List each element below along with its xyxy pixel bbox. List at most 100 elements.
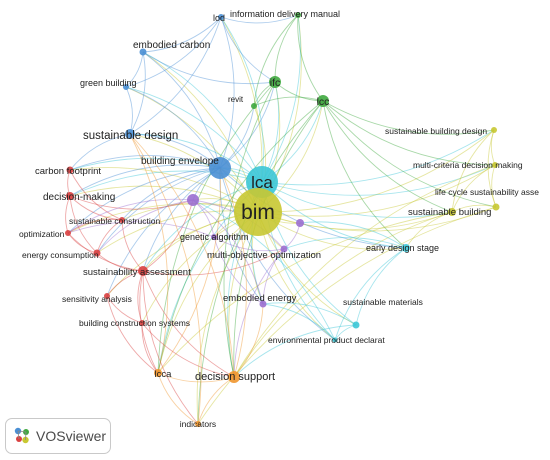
node-label-sustainable-design[interactable]: sustainable design [83,130,178,142]
network-link [233,324,357,378]
node-label-sustainable-construction[interactable]: sustainable construction [69,216,160,226]
node-lod[interactable] [218,14,224,20]
node-building-construction-systems[interactable] [139,320,145,326]
node-label-sustainability-assessment[interactable]: sustainability assessment [83,267,191,278]
node-label-decision-support[interactable]: decision support [195,371,275,383]
node-label-optimization[interactable]: optimization [19,229,65,239]
node-sustainable-design[interactable] [125,129,135,139]
node-label-lod[interactable]: lod [213,13,225,23]
network-link [257,206,497,232]
node-decision-support[interactable] [228,371,240,383]
network-link [125,86,263,183]
node-information-delivery-manual[interactable] [295,12,301,18]
node-revit[interactable] [251,103,257,109]
node-multi-criteria-decision-making[interactable] [492,162,498,168]
node-sustainable-building-design[interactable] [491,127,497,133]
node-label-environmental-product-declarat[interactable]: environmental product declarat [268,335,385,345]
node-label-sustainable-building[interactable]: sustainable building [408,207,491,218]
node-sensitivity-analysis[interactable] [104,293,110,299]
node-label-revit[interactable]: revit [228,95,244,104]
network-link [125,86,133,135]
vosviewer-badge[interactable]: VOSviewer [5,418,111,454]
network-link [253,14,299,107]
node-ifc[interactable] [269,76,281,88]
node-label-energy-consumption[interactable]: energy consumption [22,250,99,260]
node-label-multi-objective-optimization[interactable]: multi-objective optimization [207,250,321,261]
network-link [233,211,453,378]
node-label-life-cycle-sustainability-asse[interactable]: life cycle sustainability asse [435,187,539,197]
network-link [142,181,263,272]
network-link [129,16,222,135]
network-link [405,211,453,249]
network-link [141,322,159,374]
network-link [262,248,285,305]
node-label-bim[interactable]: bim [241,201,275,224]
node-label-lcc[interactable]: lcc [317,96,330,108]
node-embodied-energy[interactable] [259,300,267,308]
network-link [69,164,221,197]
network-link [219,167,264,305]
node-embodied-carbon[interactable] [139,48,147,56]
node-environmental-product-declarat[interactable] [332,337,338,343]
vosviewer-logo-text: VOSviewer [36,428,107,444]
node-label-embodied-energy[interactable]: embodied energy [223,293,297,304]
network-link [142,51,276,85]
node-label-sustainable-building-design[interactable]: sustainable building design [385,126,487,136]
network-link [322,100,497,208]
network-link [106,295,159,374]
network-link [157,211,259,374]
node-optimization[interactable] [65,230,71,236]
network-link [129,133,202,425]
node-label-indicators[interactable]: indicators [180,419,216,429]
node-sustainability-assessment[interactable] [138,266,148,276]
node-building-envelope[interactable] [209,157,231,179]
node-sustainable-materials[interactable] [352,321,360,329]
node-lcca[interactable] [154,369,162,377]
node-label-building-construction-systems[interactable]: building construction systems [79,318,190,328]
node-label-green-building[interactable]: green building [80,78,137,88]
network-link [257,164,496,217]
node-label-sensitivity-analysis[interactable]: sensitivity analysis [62,294,132,304]
network-nodes [65,12,500,427]
network-link [69,167,259,213]
node-purple-hub[interactable] [187,194,199,206]
node-label-sustainable-materials[interactable]: sustainable materials [343,297,423,307]
node-label-genetic-algorithm[interactable]: genetic algorithm [180,232,249,242]
network-link [262,302,357,326]
network-link [157,100,324,374]
node-label-early-design-stage[interactable]: early design stage [366,243,439,253]
node-energy-consumption[interactable] [93,249,101,257]
node-bim[interactable] [234,188,282,236]
network-link [157,211,453,374]
node-label-decision-making[interactable]: decision-making [43,192,115,203]
network-link [157,372,235,383]
node-sustainable-building[interactable] [448,208,456,216]
network-link [157,81,276,374]
network-link [69,155,221,171]
node-genetic-algorithm[interactable] [211,234,217,240]
node-label-carbon-footprint[interactable]: carbon footprint [35,166,101,177]
node-label-ifc[interactable]: ifc [270,77,281,89]
node-early-design-stage[interactable] [402,244,410,252]
node-lcc[interactable] [317,95,329,107]
node-multi-objective-optimization[interactable] [280,245,288,253]
node-life-cycle-sustainability-asse[interactable] [492,203,500,211]
node-indicators[interactable] [195,421,201,427]
node-carbon-footprint[interactable] [66,166,74,174]
node-label-lcca[interactable]: lcca [155,369,173,380]
node-green-building[interactable] [123,84,129,90]
node-label-information-delivery-manual[interactable]: information delivery manual [230,9,340,19]
node-decision-making[interactable] [66,192,74,200]
node-label-multi-criteria-decision-making[interactable]: multi-criteria decision making [413,160,523,170]
network-link [322,100,496,166]
node-sustainable-construction[interactable] [119,217,125,223]
network-link [451,129,495,213]
node-label-embodied-carbon[interactable]: embodied carbon [133,40,210,51]
node-label-building-envelope[interactable]: building envelope [141,156,219,167]
network-labels: lca bim building envelope sustainable desig… [19,9,539,429]
network-link [142,16,222,53]
node-label-lca[interactable]: lca [251,173,273,192]
network-link [219,167,247,378]
network-link [219,16,235,169]
node-purple-right[interactable] [296,219,304,227]
